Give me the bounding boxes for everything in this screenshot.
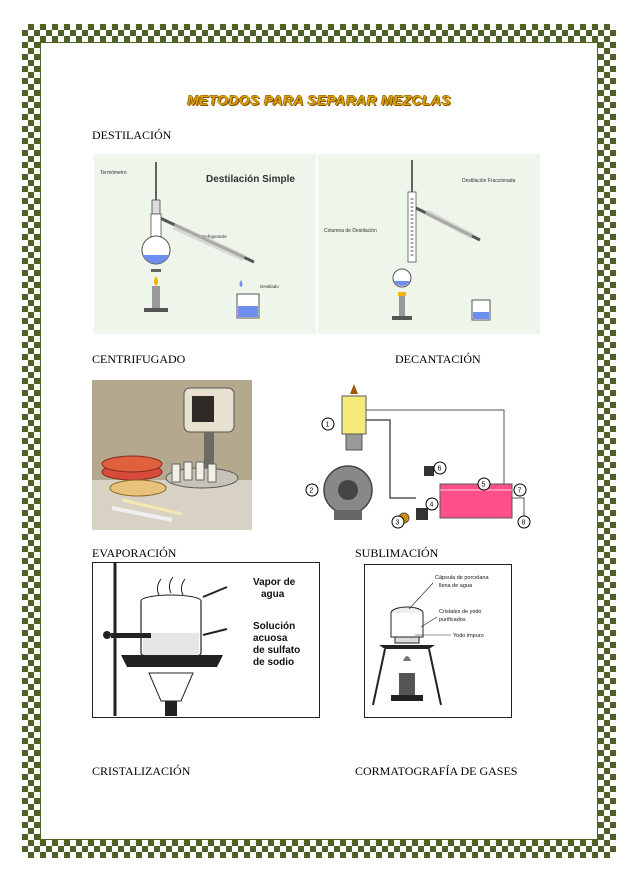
decantacion-image: 1 2 3 4 5 6 7 8 xyxy=(304,380,536,530)
yodo-label: Yodo impuro xyxy=(453,633,484,639)
evaporacion-image: Vapor de agua Solución acuosa de sulfato… xyxy=(92,562,320,718)
decantacion-callout-2: 2 xyxy=(310,488,314,495)
decantacion-callout-6: 6 xyxy=(438,466,442,473)
solucion-label-line4: de sodio xyxy=(253,657,294,668)
decantacion-callout-5: 5 xyxy=(482,482,486,489)
vapor-label-line1: Vapor de xyxy=(253,577,296,588)
section-label-cromatografia: CORMATOGRAFÍA DE GASES xyxy=(355,764,518,778)
cristales-label-line2: purificados xyxy=(439,617,466,623)
section-label-decantacion: DECANTACIÓN xyxy=(395,352,481,366)
destilacion-fraccionada-image: Destilación Fraccionada Columna de Desti… xyxy=(318,154,540,334)
sublimacion-image: Cápsula de porcelana llena de agua Crist… xyxy=(364,564,512,718)
page-title: METODOS PARA SEPARAR MEZCLAS xyxy=(187,92,451,108)
columna-label: Columna de Destilación xyxy=(324,228,377,234)
cristales-label-line1: Cristales de yodo xyxy=(439,609,482,615)
termometro-label: Termómetro xyxy=(100,170,127,176)
destilacion-simple-image: Destilación Simple Termómetro Refrigeran… xyxy=(94,154,316,334)
decantacion-callout-3: 3 xyxy=(396,520,400,527)
decantacion-callout-4: 4 xyxy=(430,502,434,509)
section-label-centrifugado: CENTRIFUGADO xyxy=(92,352,186,366)
refrigerante-label: Refrigerante xyxy=(202,234,227,239)
decantacion-callout-7: 7 xyxy=(518,488,522,495)
section-label-sublimacion: SUBLIMACIÓN xyxy=(355,546,439,560)
section-label-evaporacion: EVAPORACIÓN xyxy=(92,546,177,560)
solucion-label-line1: Solución xyxy=(253,621,295,632)
decantacion-callout-1: 1 xyxy=(326,422,330,429)
destilado-label: Destilado xyxy=(260,284,279,289)
decantacion-callout-8: 8 xyxy=(522,520,526,527)
capsula-label-line2: llena de agua xyxy=(439,583,473,589)
solucion-label-line2: acuosa xyxy=(253,633,288,644)
section-label-cristalizacion: CRISTALIZACIÓN xyxy=(92,764,191,778)
centrifugado-image xyxy=(92,380,252,530)
destilacion-simple-heading: Destilación Simple xyxy=(206,174,295,185)
vapor-label-line2: agua xyxy=(261,589,285,600)
destilacion-fraccionada-heading: Destilación Fraccionada xyxy=(462,178,516,184)
capsula-label-line1: Cápsula de porcelana xyxy=(435,575,489,581)
solucion-label-line3: de sulfato xyxy=(253,645,300,656)
section-label-destilacion: DESTILACIÓN xyxy=(92,128,172,142)
